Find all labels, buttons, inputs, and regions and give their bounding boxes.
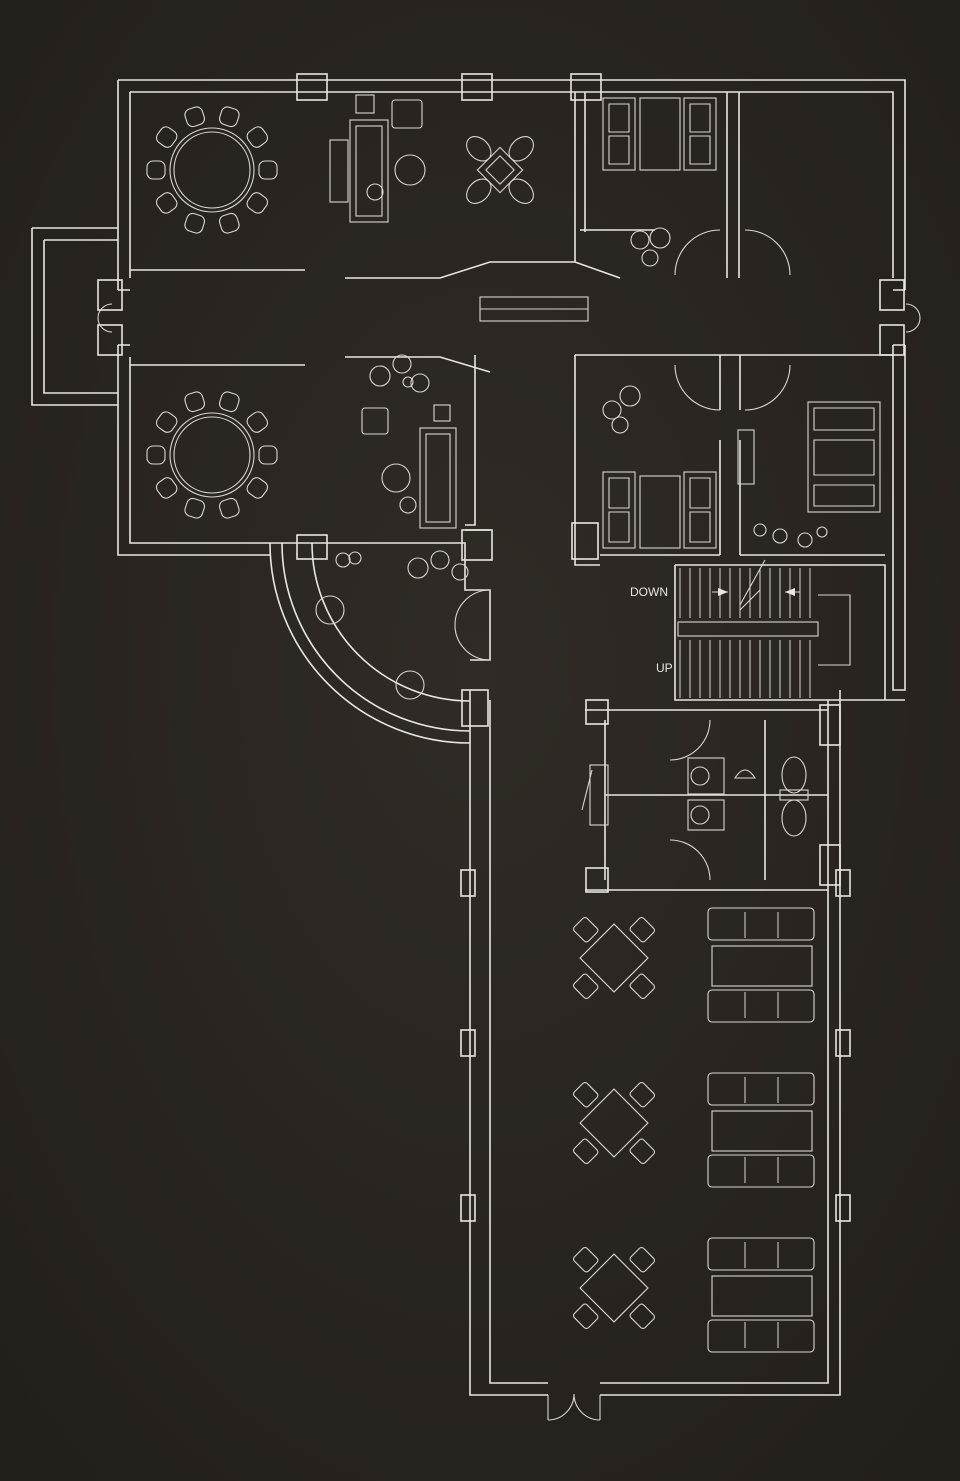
square-table-icon [572, 1081, 656, 1165]
chair [218, 212, 240, 234]
chair [246, 477, 269, 499]
bay-seating [315, 595, 425, 700]
chair [155, 126, 178, 148]
chair [246, 411, 269, 433]
stairs-up-label: UP [656, 661, 673, 675]
square-table-icon [572, 916, 656, 1000]
chair [155, 192, 178, 214]
door-swings [97, 229, 921, 1421]
sofa-icon [602, 471, 717, 549]
staircase [677, 559, 851, 698]
chair [258, 445, 278, 465]
sofa-icon [602, 97, 717, 171]
chair [146, 445, 166, 465]
chair [218, 106, 240, 128]
square-table-icon [466, 136, 534, 204]
chair [258, 160, 278, 180]
chair [146, 160, 166, 180]
chair [155, 477, 178, 499]
sink-icon [581, 757, 756, 831]
round-dining-table-icon [146, 391, 278, 519]
square-table-icon [572, 1246, 656, 1330]
round-dining-table-icon [146, 106, 278, 234]
chair [184, 212, 206, 234]
stairs-down-label: DOWN [630, 585, 668, 599]
console-table [737, 429, 755, 485]
plant-icon [335, 227, 828, 581]
chair [246, 126, 269, 148]
structural-columns [97, 73, 905, 1222]
sofa-icon [807, 401, 881, 513]
sofa-icon [329, 94, 426, 223]
chair [155, 411, 178, 433]
chair [246, 192, 269, 214]
chair [218, 497, 240, 519]
booth-seating [707, 1072, 815, 1188]
chair [184, 106, 206, 128]
booth-seating [707, 907, 815, 1023]
toilet-icon [779, 756, 809, 837]
sofa-icon [361, 404, 457, 529]
chair [184, 391, 206, 413]
booth-seating [707, 1237, 815, 1353]
chair [184, 497, 206, 519]
chair [218, 391, 240, 413]
